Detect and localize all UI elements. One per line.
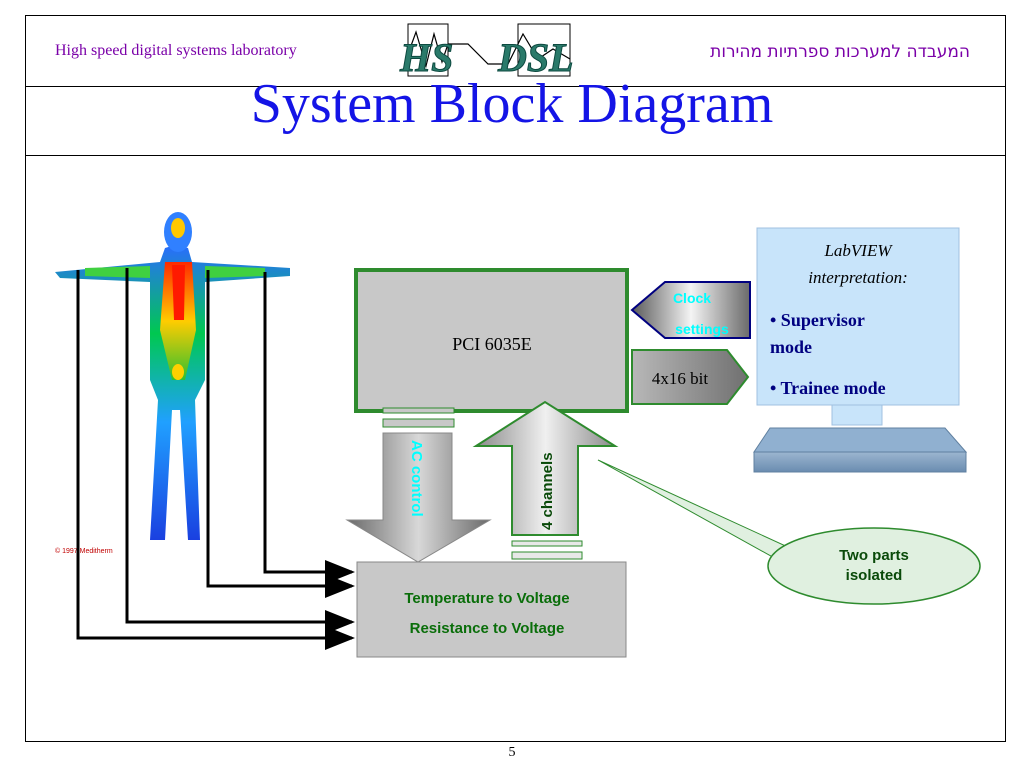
pci-board — [354, 268, 629, 413]
labview-title-2: interpretation: — [808, 268, 907, 287]
callout-bubble — [767, 527, 981, 605]
labview-item-1b: mode — [770, 337, 812, 357]
channels-label: 4 channels — [539, 452, 556, 530]
isolator-bar-bottom-2 — [511, 551, 583, 560]
ac-control-arrow — [345, 432, 492, 563]
ac-control-label: AC control — [408, 440, 425, 517]
slide-title: System Block Diagram — [250, 73, 774, 135]
sensor-wires — [76, 268, 355, 650]
lab-name-hebrew: המעבדה למערכות ספרתיות מהירות — [710, 42, 970, 62]
monitor-base-front — [753, 451, 967, 473]
thermal-body-image — [55, 212, 290, 540]
monitor-base-top — [753, 427, 968, 453]
labview-screen — [756, 227, 960, 406]
clock-label-2: settings — [675, 321, 729, 337]
title-divider — [26, 155, 1005, 156]
bus-arrow — [631, 349, 750, 405]
clock-label-1: Clock — [673, 290, 711, 306]
callout-line-1: Two parts — [839, 547, 909, 564]
page-number: 5 — [508, 745, 516, 760]
hsdsl-logo: HS DSL — [399, 23, 574, 81]
isolator-bar-bottom-1 — [511, 540, 583, 547]
isolator-bar-top-1 — [382, 407, 455, 414]
labview-title-1: LabVIEW — [823, 241, 893, 260]
pci-label: PCI 6035E — [452, 334, 532, 354]
thermal-copyright: © 1997 Meditherm — [55, 547, 113, 555]
header-divider — [26, 86, 1005, 87]
slide-frame — [25, 15, 1006, 742]
labview-item-1: • Supervisor — [770, 310, 865, 330]
channels-arrow — [472, 400, 619, 536]
converter-line-1: Temperature to Voltage — [404, 590, 569, 607]
lab-name-english: High speed digital systems laboratory — [55, 42, 297, 59]
clock-settings-arrow — [630, 281, 751, 339]
labview-item-2: • Trainee mode — [770, 378, 886, 398]
monitor-neck — [831, 404, 883, 426]
converter-box — [356, 561, 627, 658]
svg-text:DSL: DSL — [497, 35, 574, 80]
converter-line-2: Resistance to Voltage — [410, 620, 565, 637]
svg-text:HS: HS — [399, 35, 453, 80]
bus-label: 4x16 bit — [652, 369, 708, 388]
isolator-bar-top-2 — [382, 418, 455, 428]
callout-line-2: isolated — [846, 567, 903, 584]
